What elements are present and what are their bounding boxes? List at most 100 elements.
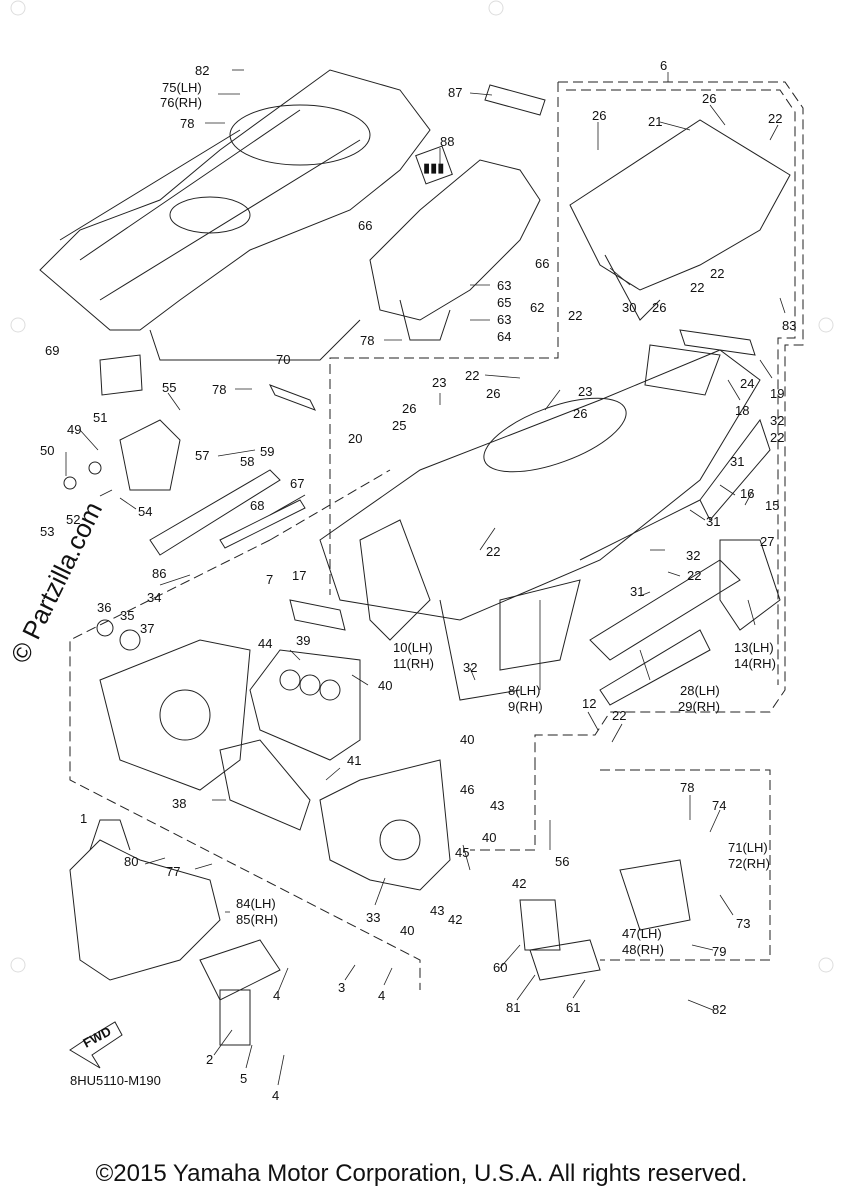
- callout-83: 83: [782, 318, 796, 333]
- svg-text:▮▮▮: ▮▮▮: [423, 160, 444, 175]
- callout-41: 41: [347, 753, 361, 768]
- callout-52: 52: [66, 512, 80, 527]
- corner-watermarks: [10, 0, 834, 973]
- callout-48: 48(RH): [622, 942, 664, 957]
- rear-brackets: [519, 859, 691, 981]
- copyright-notice: ©2015 Yamaha Motor Corporation, U.S.A. A…: [95, 1160, 748, 1187]
- callout-7: 7: [266, 572, 273, 587]
- callout-12: 12: [582, 696, 596, 711]
- callout-47: 47(LH): [622, 926, 662, 941]
- tunnel-top-plate: [569, 119, 791, 321]
- callout-22: 22: [568, 308, 582, 323]
- callout-16: 16: [740, 486, 754, 501]
- callout-46: 46: [460, 782, 474, 797]
- callout-61: 61: [566, 1000, 580, 1015]
- callout-22: 22: [612, 708, 626, 723]
- fwd-label: FWD: [80, 1024, 113, 1051]
- callout-26: 26: [592, 108, 606, 123]
- callout-17: 17: [292, 568, 306, 583]
- callout-labels: 82 75(LH) 76(RH) 78 6 87 88 21 26 26 22 …: [40, 58, 796, 1103]
- callout-40: 40: [482, 830, 496, 845]
- callout-26: 26: [486, 386, 500, 401]
- callout-79: 79: [712, 944, 726, 959]
- callout-22: 22: [465, 368, 479, 383]
- leader-lines: [65, 69, 786, 1086]
- callout-45: 45: [455, 845, 469, 860]
- callout-78: 78: [680, 780, 694, 795]
- callout-53: 53: [40, 524, 54, 539]
- partzilla-watermark: © Partzilla.com: [4, 497, 108, 668]
- callout-23: 23: [432, 375, 446, 390]
- callout-9: 9(RH): [508, 699, 543, 714]
- steering-frame: [69, 819, 281, 1046]
- callout-78: 78: [212, 382, 226, 397]
- callout-22: 22: [710, 266, 724, 281]
- callout-26: 26: [573, 406, 587, 421]
- callout-82: 82: [195, 63, 209, 78]
- callout-66: 66: [535, 256, 549, 271]
- heat-exchanger: [219, 649, 361, 831]
- side-rails: [499, 418, 781, 706]
- callout-72: 72(RH): [728, 856, 770, 871]
- callout-4: 4: [272, 1088, 279, 1103]
- callout-35: 35: [120, 608, 134, 623]
- main-tunnel: [319, 349, 761, 701]
- callout-31: 31: [730, 454, 744, 469]
- callout-40: 40: [400, 923, 414, 938]
- callout-38: 38: [172, 796, 186, 811]
- callout-56: 56: [555, 854, 569, 869]
- callout-81: 81: [506, 1000, 520, 1015]
- callout-59: 59: [260, 444, 274, 459]
- callout-4: 4: [378, 988, 385, 1003]
- callout-43: 43: [430, 903, 444, 918]
- callout-76: 76(RH): [160, 95, 202, 110]
- callout-58: 58: [240, 454, 254, 469]
- callout-22: 22: [690, 280, 704, 295]
- callout-4: 4: [273, 988, 280, 1003]
- callout-26: 26: [652, 300, 666, 315]
- callout-26: 26: [702, 91, 716, 106]
- callout-25: 25: [392, 418, 406, 433]
- callout-85: 85(RH): [236, 912, 278, 927]
- callout-54: 54: [138, 504, 152, 519]
- callout-43: 43: [490, 798, 504, 813]
- callout-32: 32: [770, 413, 784, 428]
- callout-71: 71(LH): [728, 840, 768, 855]
- callout-77: 77: [166, 864, 180, 879]
- callout-42: 42: [448, 912, 462, 927]
- callout-19: 19: [770, 386, 784, 401]
- callout-22: 22: [768, 111, 782, 126]
- callout-75: 75(LH): [162, 80, 202, 95]
- callout-63: 63: [497, 278, 511, 293]
- callout-67: 67: [290, 476, 304, 491]
- callout-32: 32: [463, 660, 477, 675]
- callout-66: 66: [358, 218, 372, 233]
- callout-11: 11(RH): [393, 656, 434, 671]
- callout-13: 13(LH): [734, 640, 774, 655]
- callout-37: 37: [140, 621, 154, 636]
- callout-40: 40: [378, 678, 392, 693]
- callout-32: 32: [686, 548, 700, 563]
- callout-3: 3: [338, 980, 345, 995]
- callout-80: 80: [124, 854, 138, 869]
- callout-86: 86: [152, 566, 166, 581]
- callout-69: 69: [45, 343, 59, 358]
- callout-63: 63: [497, 312, 511, 327]
- small-parts: [63, 84, 756, 631]
- callout-64: 64: [497, 329, 511, 344]
- callout-24: 24: [740, 376, 754, 391]
- callout-57: 57: [195, 448, 209, 463]
- callout-20: 20: [348, 431, 362, 446]
- callout-2: 2: [206, 1052, 213, 1067]
- callout-31: 31: [630, 584, 644, 599]
- callout-33: 33: [366, 910, 380, 925]
- callout-60: 60: [493, 960, 507, 975]
- callout-70: 70: [276, 352, 290, 367]
- callout-27: 27: [760, 534, 774, 549]
- callout-39: 39: [296, 633, 310, 648]
- callout-40: 40: [460, 732, 474, 747]
- rear-fender: ▮▮▮: [369, 145, 541, 341]
- callout-22: 22: [687, 568, 701, 583]
- callout-84: 84(LH): [236, 896, 276, 911]
- callout-87: 87: [448, 85, 462, 100]
